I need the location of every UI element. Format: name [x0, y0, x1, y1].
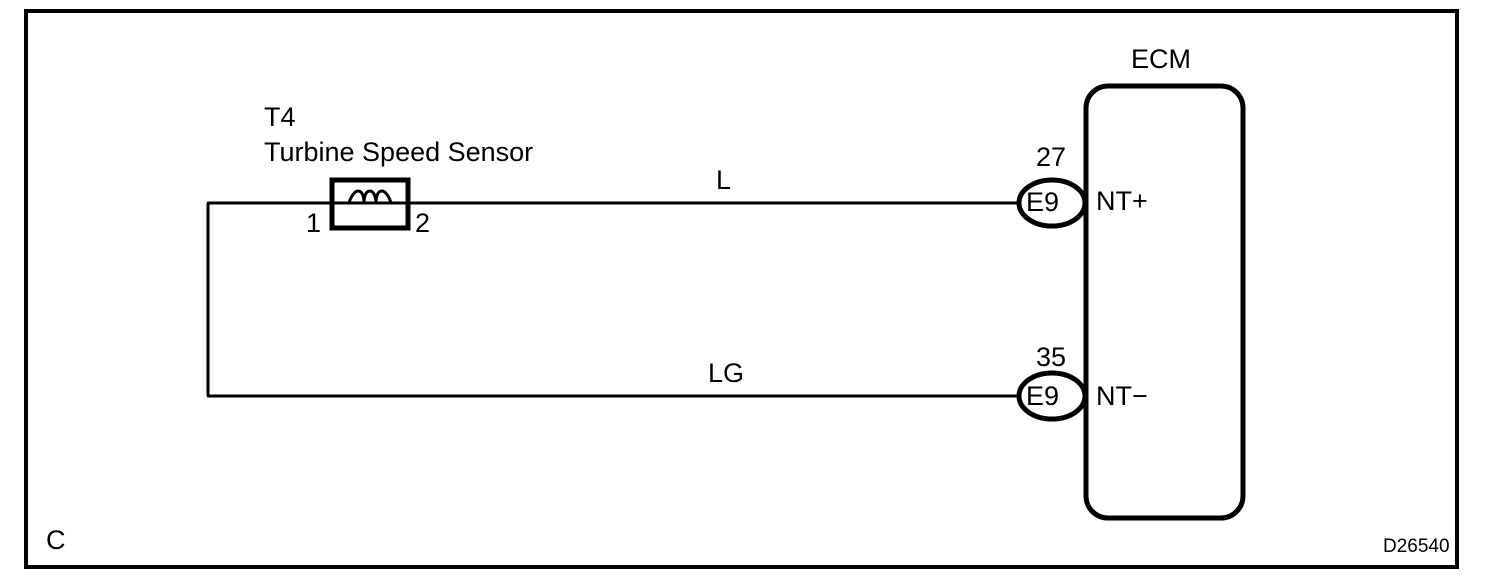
ecm-connector-id-upper: E9 [1026, 187, 1060, 217]
ecm-name-label: ECM [1131, 44, 1191, 74]
wire-label-l: L [716, 165, 732, 195]
coil-inductor-icon [347, 189, 393, 205]
figure-code-label: D26540 [1383, 536, 1450, 557]
ecm-connector-id-lower: E9 [1026, 381, 1060, 411]
figure-letter-label: C [46, 525, 66, 555]
figure-border [24, 9, 1459, 569]
ecm-signal-name-nt-plus: NT+ [1096, 186, 1148, 216]
sensor-name-label: Turbine Speed Sensor [264, 137, 534, 167]
wire-network [206, 201, 1024, 398]
sensor-pin-2-label: 2 [415, 208, 431, 238]
wire-label-lg: LG [708, 358, 745, 388]
ecm-module [1083, 83, 1246, 521]
turbine-speed-sensor-symbol [329, 177, 411, 231]
ecm-signal-name-nt-minus: NT− [1096, 381, 1148, 411]
sensor-id-label: T4 [264, 102, 296, 132]
ecm-body [1083, 83, 1246, 521]
ecm-terminal-number-27: 27 [1036, 142, 1067, 172]
ecm-terminal-number-35: 35 [1036, 342, 1067, 372]
sensor-pin-1-label: 1 [306, 208, 322, 238]
